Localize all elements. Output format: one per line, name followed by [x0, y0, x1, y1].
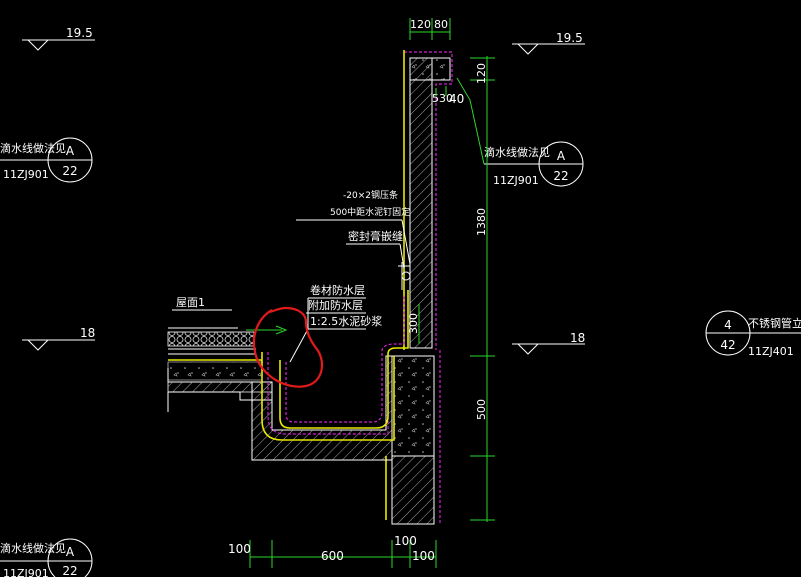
- elevation-label: 18: [80, 326, 95, 340]
- callout-text: 滴水线做法见: [484, 145, 550, 159]
- callout-code: 11ZJ901: [3, 168, 49, 181]
- dim-bottom-100-right: 100: [394, 534, 417, 548]
- detail-callout-right-mid[interactable]: 4 42 不锈钢管立杆 11ZJ401: [705, 310, 801, 358]
- callout-code: 11ZJ401: [748, 345, 794, 358]
- annotation-roof: 屋面1: [176, 296, 205, 309]
- annotation-membrane: 卷材防水层: [310, 283, 365, 297]
- dim-top-80: 80: [434, 18, 448, 31]
- callout-code: 11ZJ901: [3, 567, 49, 577]
- callout-lower: 22: [553, 169, 568, 183]
- dim-vertical-300: 300: [407, 313, 420, 334]
- annotation-sealant: 密封膏嵌缝: [348, 229, 403, 243]
- dim-right-1380: 1380: [475, 208, 488, 236]
- dim-right-500: 500: [475, 399, 488, 420]
- red-markup-circle: [252, 306, 324, 388]
- parapet-section: [167, 50, 453, 525]
- annotation-nail: 500中距水泥钉固定: [330, 206, 410, 218]
- dim-bottom-600: 600: [321, 549, 344, 563]
- elevation-marker-left-top: 19.5: [22, 26, 95, 51]
- dim-bottom-100-left: 100: [228, 542, 251, 556]
- callout-lower: 42: [720, 338, 735, 352]
- annotation-additional: 附加防水层: [308, 298, 363, 312]
- annotations: -20×2钢压条 500中距水泥钉固定 密封膏嵌缝 卷材防水层 附加防水层 1:…: [172, 189, 411, 363]
- elevation-label: 19.5: [66, 26, 93, 40]
- annotation-steel-bar: -20×2钢压条: [343, 189, 398, 201]
- detail-callout-left-bottom[interactable]: 滴水线做法见 11ZJ901 A 22: [0, 538, 93, 577]
- callout-lower: 22: [62, 564, 77, 577]
- elevation-marker-right-mid: 18: [512, 331, 585, 355]
- dim-top-120: 120: [410, 18, 431, 31]
- callout-lower: 22: [62, 164, 77, 178]
- callout-text: 不锈钢管立杆: [748, 316, 801, 330]
- elevation-label: 18: [570, 331, 585, 345]
- callout-upper: 4: [724, 318, 732, 332]
- callout-text: 滴水线做法见: [0, 541, 66, 555]
- elevation-marker-left-mid: 18: [22, 326, 95, 351]
- dim-small-5: 5: [432, 92, 439, 105]
- detail-callout-right-top[interactable]: 滴水线做法见 11ZJ901 A 22: [456, 77, 584, 187]
- detail-callout-left-top[interactable]: 滴水线做法见 11ZJ901 A 22: [0, 137, 93, 183]
- dim-right-120: 120: [475, 63, 488, 84]
- callout-upper: A: [557, 149, 566, 163]
- elevation-label: 19.5: [556, 31, 583, 45]
- callout-upper: A: [66, 545, 75, 559]
- elevation-marker-right-top: 19.5: [512, 31, 585, 55]
- callout-upper: A: [66, 144, 75, 158]
- dim-small-30: 30: [439, 92, 453, 105]
- dimensions: 120 80 120 1380 500 5 30 40 300 100 600 …: [228, 18, 495, 568]
- callout-code: 11ZJ901: [493, 174, 539, 187]
- dim-small-40: 40: [449, 92, 464, 106]
- dim-bottom-100-lower: 100: [412, 549, 435, 563]
- annotation-mortar: 1:2.5水泥砂浆: [310, 314, 382, 328]
